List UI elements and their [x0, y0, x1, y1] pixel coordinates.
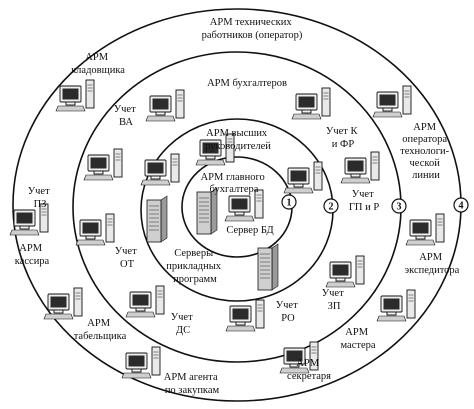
- label-arm-timekeeper: АРМ табельщика: [74, 318, 127, 342]
- server-icon: [257, 243, 279, 291]
- svg-text:3: 3: [397, 202, 402, 213]
- label-arm-cashier: АРМ кассира: [15, 243, 50, 267]
- label-arm-secretary: АРМ секретаря: [287, 358, 331, 382]
- ring-number-2: 2: [323, 198, 339, 214]
- workstation-icon: [372, 85, 412, 118]
- svg-text:4: 4: [459, 201, 464, 212]
- workstation-icon: [340, 151, 380, 184]
- ring-number-3: 3: [391, 198, 407, 214]
- label-uchet-va: Учет ВА: [114, 104, 139, 128]
- ring-number-4: 4: [453, 197, 469, 213]
- label-arm-tech: АРМ технических работников (оператор): [202, 17, 303, 41]
- workstation-icon: [43, 287, 83, 320]
- workstation-icon: [376, 289, 416, 322]
- label-uchet-pz: Учет ПЗ: [28, 186, 53, 210]
- workstation-icon: [291, 87, 331, 120]
- label-uchet-gp-r: Учет ГП и Р: [349, 189, 380, 213]
- workstation-icon: [121, 346, 161, 379]
- label-arm-purchasing: АРМ агента по закупкам: [164, 372, 221, 396]
- label-arm-top-managers: АРМ высших руководителей: [205, 128, 271, 152]
- workstation-icon: [225, 299, 265, 332]
- label-uchet-zp: Учет ЗП: [322, 288, 347, 312]
- server-icon: [146, 195, 168, 243]
- label-server-db: Сервер БД: [226, 225, 273, 236]
- label-arm-operator-line: АРМ оператора технологи- ческой линии: [400, 122, 452, 181]
- label-uchet-ot: Учет ОТ: [115, 246, 140, 270]
- label-arm-accountants: АРМ бухгалтеров: [207, 78, 287, 89]
- label-app-servers: Серверы прикладных программ: [166, 248, 223, 285]
- label-arm-forwarder: АРМ экспедитора: [405, 252, 460, 276]
- workstation-icon: [405, 213, 445, 246]
- workstation-icon: [75, 213, 115, 246]
- label-arm-storekeeper: АРМ кладовщика: [71, 52, 125, 76]
- workstation-icon: [283, 161, 323, 194]
- workstation-icon: [140, 153, 180, 186]
- svg-text:2: 2: [329, 202, 334, 213]
- label-arm-master: АРМ мастера: [340, 327, 375, 351]
- workstation-icon: [55, 79, 95, 112]
- label-uchet-ds: Учет ДС: [171, 312, 196, 336]
- workstation-icon: [325, 255, 365, 288]
- label-uchet-k-fr: Учет К и ФР: [326, 126, 360, 150]
- ring-number-1: 1: [281, 194, 297, 210]
- label-arm-chief-accountant: АРМ главного бухгалтера: [201, 172, 268, 195]
- workstation-icon: [145, 89, 185, 122]
- workstation-icon: [125, 285, 165, 318]
- label-uchet-ro: Учет РО: [276, 300, 301, 324]
- workstation-icon: [83, 148, 123, 181]
- svg-text:1: 1: [287, 198, 292, 209]
